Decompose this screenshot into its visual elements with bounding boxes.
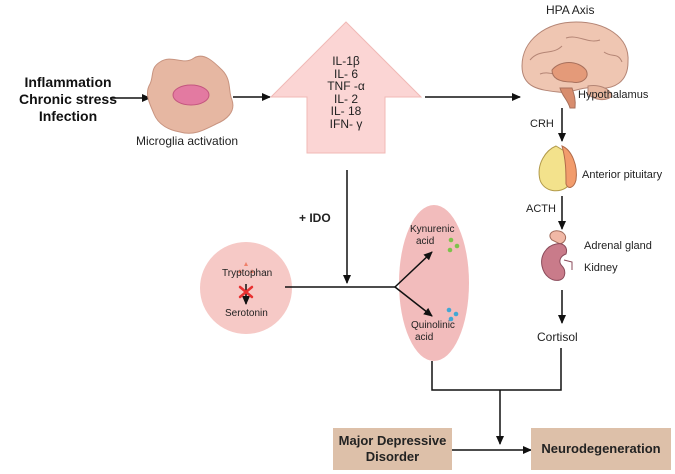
connector-ellipse-down (431, 361, 500, 391)
cytokine-up-arrow (269, 21, 423, 154)
trigger-item: Chronic stress (18, 91, 118, 107)
tryptophan-label: Tryptophan (222, 268, 273, 279)
ido-label: + IDO (299, 211, 331, 225)
anterior-pituitary-label: Anterior pituitary (582, 169, 663, 181)
kynurenic-line: Kynurenic (410, 224, 455, 235)
kidney-label: Kidney (584, 262, 618, 274)
cytokine-item: IL-1β (332, 54, 360, 68)
cytokine-item: IL- 2 (333, 91, 358, 106)
brain-icon (521, 21, 629, 109)
kidney-icon (541, 230, 573, 281)
neurodegeneration-label: Neurodegeneration (541, 441, 661, 456)
trigger-list: Inflammation Chronic stress Infection (5, 74, 131, 125)
hpa-axis-title: HPA Axis (546, 3, 595, 17)
major-depressive-disorder-box: Major Depressive Disorder (333, 428, 452, 470)
trigger-item: Inflammation (24, 74, 112, 90)
pituitary-icon (538, 145, 577, 192)
neurodegeneration-box: Neurodegeneration (531, 428, 671, 470)
acth-label: ACTH (526, 203, 556, 215)
adrenal-gland-label: Adrenal gland (584, 240, 652, 252)
cytokine-item: IFN- γ (329, 116, 363, 131)
microglia-cell-icon (147, 55, 234, 134)
connector-cortisol-down (500, 348, 562, 391)
quinolinic-line: acid (415, 332, 434, 343)
arrow-to-quinolinic (394, 286, 433, 317)
tryptophan-triangles-icon (238, 262, 254, 273)
block-x-icon (238, 285, 254, 299)
quinolinic-dots-icon (446, 307, 459, 322)
cortisol-label: Cortisol (537, 330, 578, 344)
serotonin-label: Serotonin (225, 308, 268, 319)
kynurenic-line: acid (416, 236, 435, 247)
cytokine-item: IL- 18 (330, 104, 362, 119)
mdd-line: Disorder (365, 449, 420, 464)
quinolinic-label: Quinolinic acid (411, 320, 455, 344)
cytokine-list: IL-1β IL- 6 TNF -α IL- 2 IL- 18 IFN- γ (318, 55, 374, 131)
metabolite-ellipse (399, 205, 469, 361)
kynurenic-label: Kynurenic acid (410, 224, 454, 248)
microglia-label: Microglia activation (136, 134, 239, 148)
cytokine-item: IL- 6 (333, 66, 358, 81)
crh-label: CRH (530, 118, 554, 130)
cytokine-item: TNF -α (327, 79, 365, 94)
arrow-to-kynurenic (394, 251, 433, 288)
trigger-item: Infection (38, 108, 98, 124)
kynurenic-dots-icon (447, 237, 460, 253)
quinolinic-line: Quinolinic (411, 320, 455, 331)
hypothalamus-label: Hypothalamus (578, 89, 649, 101)
mdd-line: Major Depressive (338, 433, 447, 448)
